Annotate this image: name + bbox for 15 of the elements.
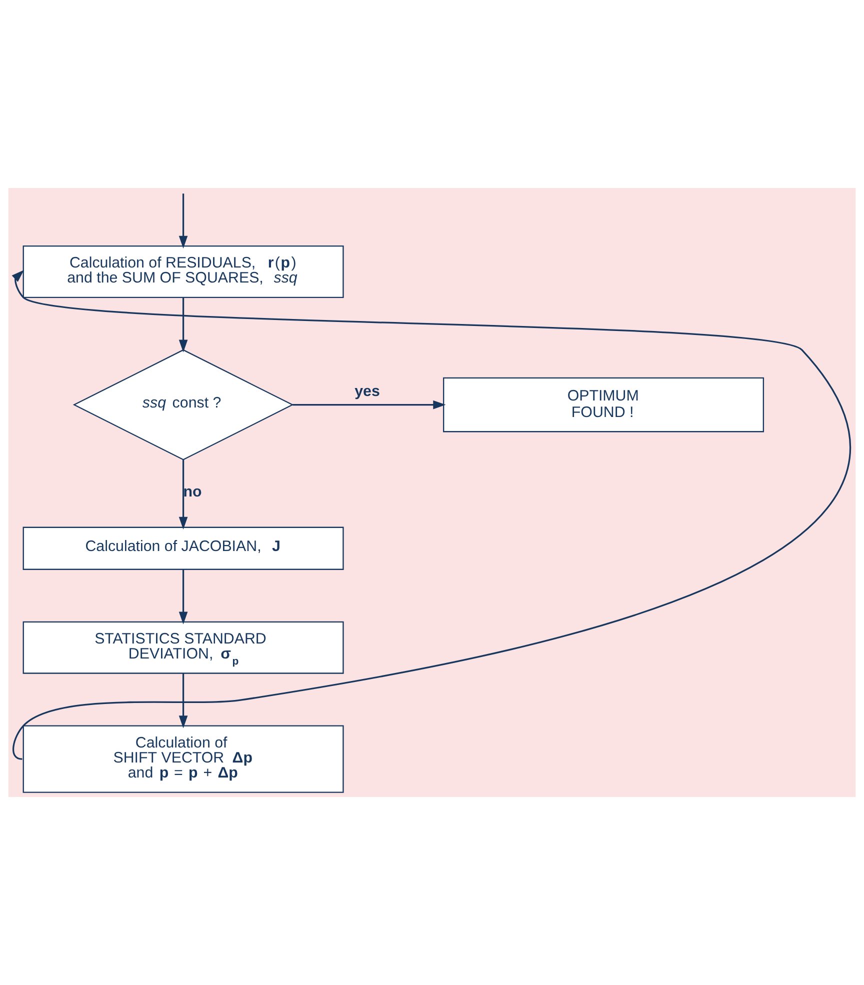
- arrow: [178, 570, 188, 624]
- arrow: [178, 194, 188, 248]
- arrow: [292, 400, 446, 410]
- node-box: STATISTICS STANDARD DEVIATION, σ$_{p}$: [22, 621, 344, 674]
- arrow: [178, 674, 188, 728]
- node-diamond: ssq const ?: [72, 349, 294, 460]
- node-box: OPTIMUM FOUND !: [443, 377, 764, 432]
- arrow: [12, 270, 849, 760]
- node-box: Calculation of SHIFT VECTOR Δp and p = p + Δp: [22, 725, 344, 793]
- node-box: Calculation of JACOBIAN, J: [22, 526, 344, 570]
- arrow: [178, 297, 188, 352]
- arrow: [178, 460, 188, 530]
- edge-label: no: [183, 483, 202, 500]
- node-box: Calculation of RESIDUALS, r(p) and the SUM OF SQUARES, ssq: [22, 245, 344, 298]
- edge-label: yes: [354, 382, 380, 400]
